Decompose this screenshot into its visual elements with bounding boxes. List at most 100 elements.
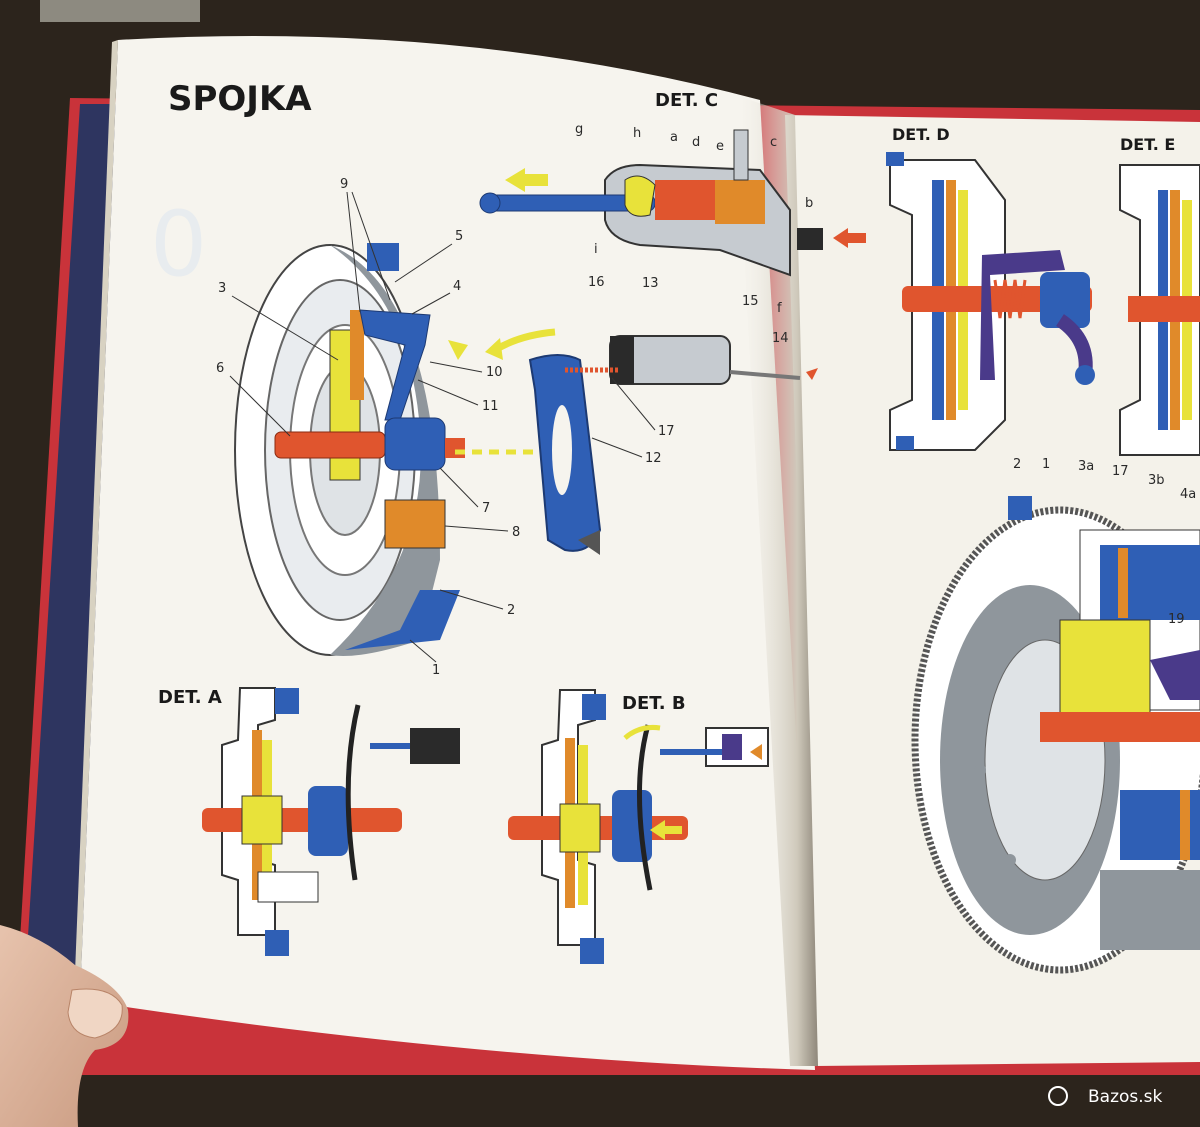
motion-arrow-head (485, 338, 503, 360)
detc-callout-a: a (670, 130, 678, 145)
leader-8 (444, 525, 509, 532)
detb-arrow-shaft (650, 820, 682, 840)
detd-lever (980, 250, 1065, 380)
callout-8: 8 (512, 525, 520, 540)
detail-c-title: DET. C (655, 90, 718, 111)
detb-arrow (750, 744, 762, 760)
detail-e-title: DET. E (1120, 135, 1175, 154)
detb-curved-arrow (623, 725, 661, 740)
detc-b-fitting (797, 228, 823, 250)
detc-arrow (505, 168, 548, 192)
leader-4 (411, 292, 451, 315)
leader-2 (439, 589, 504, 610)
rf-bolt-3 (1004, 854, 1016, 866)
shaft-end (445, 438, 465, 458)
detc-yellow-seal (624, 175, 656, 217)
detd-block-bottom (896, 436, 914, 450)
leader-12 (591, 437, 643, 458)
hand (0, 925, 129, 1127)
leader-7 (439, 467, 479, 508)
starter-ring-gear (345, 590, 460, 650)
deta-bearing (308, 786, 348, 856)
detail-a-title: DET. A (158, 687, 222, 708)
detd-bearing (1040, 272, 1090, 328)
top-bolt-block (367, 243, 399, 271)
callout-6: 6 (216, 361, 224, 376)
deta-hub (241, 795, 283, 845)
detb-fork (636, 724, 653, 891)
slave-cylinder-end (610, 336, 634, 384)
detd-pivot (1075, 365, 1095, 385)
detail-c-illustration (479, 129, 866, 277)
callout-16: 16 (588, 275, 605, 290)
callout-12: 12 (645, 451, 662, 466)
deta-spring-box (257, 871, 319, 903)
dete-shaft (1128, 296, 1200, 322)
callout-17: 17 (658, 424, 675, 439)
main-clutch-illustration (234, 243, 818, 656)
detc-callout-f: f (777, 301, 782, 316)
detc-callout-g: g (575, 122, 583, 137)
deta-bottom-block (265, 930, 289, 956)
deta-shaft (202, 808, 402, 832)
detc-callout-c: c (770, 135, 777, 150)
rf-callout-3a: 3a (1078, 459, 1094, 474)
detb-bottom-block (580, 938, 604, 964)
rf-callout-3b: 3b (1148, 473, 1165, 488)
callout-2: 2 (507, 603, 515, 618)
deta-fork (345, 704, 361, 881)
spring-housing (384, 499, 446, 549)
leader-1 (409, 639, 437, 663)
hydraulic-line (729, 370, 801, 380)
callout-14: 14 (772, 331, 789, 346)
detb-hub (559, 803, 601, 853)
page-title: SPOJKA (168, 79, 312, 119)
rf-callout-19: 19 (1168, 612, 1185, 627)
leader-17 (611, 377, 656, 431)
rf-starter-gear (1100, 870, 1200, 950)
table-top-object (40, 0, 200, 22)
right-callouts: 2 1 3a 17 3b 4a 19 (1013, 457, 1196, 627)
faint-page-print: 0 (150, 192, 207, 297)
right-flywheel-illustration (911, 496, 1200, 974)
callout-3: 3 (218, 281, 226, 296)
leader-6 (229, 375, 291, 437)
rf-callout-1: 1 (1042, 457, 1050, 472)
detail-a-illustration (202, 687, 460, 956)
detail-b-illustration (508, 689, 769, 964)
rf-callout-17: 17 (1112, 464, 1129, 479)
page-gutter-shadow (735, 95, 818, 1066)
detb-top-block (582, 694, 606, 720)
detd-block-top (886, 152, 904, 166)
callout-11: 11 (482, 399, 499, 414)
rf-orange-lining (1118, 548, 1128, 618)
rf-shaft (1040, 712, 1200, 742)
detc-piston (655, 180, 715, 220)
page-edge-left (74, 40, 118, 1000)
detc-callout-i: i (594, 242, 598, 257)
callout-10: 10 (486, 365, 503, 380)
detail-d-illustration (886, 152, 1095, 451)
leader-10 (429, 361, 483, 373)
rf-block (1008, 496, 1032, 520)
detail-b-title: DET. B (622, 693, 686, 714)
callout-4: 4 (453, 279, 461, 294)
leader-9a (346, 191, 361, 313)
watermark: Bazos.sk (1088, 1087, 1163, 1107)
callout-9: 9 (340, 177, 348, 192)
detail-c-callouts: g h a d e c b i f (575, 122, 813, 316)
thumbnail (67, 988, 123, 1039)
callout-7: 7 (482, 501, 490, 516)
leader-9b (351, 191, 391, 301)
detc-valve-stem (733, 129, 749, 181)
rf-fork (1150, 650, 1200, 700)
rf-bolt-2 (974, 764, 986, 776)
detail-d-title: DET. D (892, 125, 950, 144)
deta-top-block (275, 688, 299, 714)
deta-cylinder (410, 728, 460, 764)
callout-5: 5 (455, 229, 463, 244)
detc-rod-ball (479, 192, 501, 214)
callout-1: 1 (432, 663, 440, 678)
callout-13: 13 (642, 276, 659, 291)
